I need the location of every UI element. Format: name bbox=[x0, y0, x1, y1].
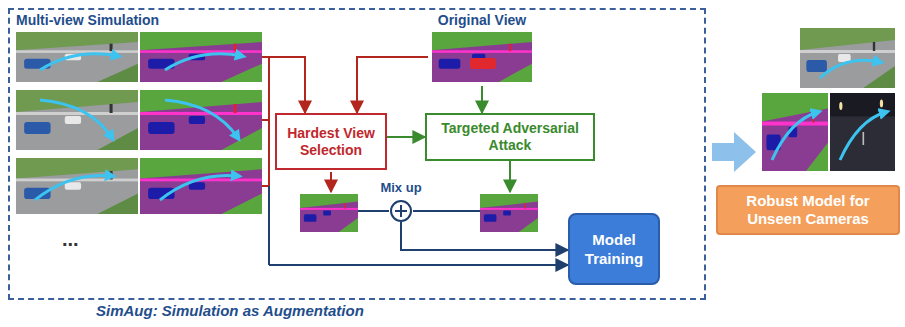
sim-segmentation bbox=[140, 158, 262, 214]
real-photo bbox=[762, 93, 828, 171]
trajectory-arrow bbox=[165, 54, 242, 70]
process-box: Hardest View Selection bbox=[275, 113, 387, 170]
big-arrow bbox=[712, 132, 756, 172]
sim-segmentation bbox=[140, 90, 262, 150]
trajectory-arrow bbox=[165, 100, 238, 138]
process-box: Targeted Adversarial Attack bbox=[425, 113, 595, 161]
connector-arrow bbox=[387, 136, 425, 138]
trajectory-arrow bbox=[820, 60, 880, 78]
trajectory-arrow bbox=[160, 176, 238, 201]
ellipsis: ... bbox=[62, 228, 79, 251]
heading-text: Mix up bbox=[361, 180, 441, 195]
mix-line bbox=[358, 210, 480, 212]
connector-arrow bbox=[269, 57, 305, 113]
hardest-view-image bbox=[300, 194, 358, 232]
flow-arrow bbox=[330, 172, 332, 192]
real-photo bbox=[800, 28, 895, 88]
adversarial-view-image bbox=[480, 194, 538, 232]
trajectory-arrow bbox=[35, 176, 112, 201]
sim-segmentation bbox=[140, 32, 262, 82]
original-view-image bbox=[432, 32, 532, 82]
sim-photo bbox=[16, 158, 138, 214]
outer-dashed-region: Multi-view Simulation Original ViewHardes… bbox=[8, 8, 706, 300]
trajectory-arrow bbox=[772, 112, 818, 160]
image-panel: Original View bbox=[428, 12, 536, 86]
box-text: Targeted Adversarial Attack bbox=[427, 120, 593, 154]
heading-text: Original View bbox=[428, 12, 536, 28]
box-text: Hardest View Selection bbox=[277, 125, 385, 159]
sim-photo bbox=[16, 90, 138, 150]
sim-photo bbox=[16, 32, 138, 82]
connector-arrow bbox=[481, 86, 483, 113]
trajectory-arrow bbox=[840, 112, 886, 160]
car bbox=[470, 58, 496, 69]
mixup-circle: Mix up bbox=[390, 200, 412, 222]
flow-arrow bbox=[509, 157, 511, 192]
plus-symbol bbox=[395, 205, 407, 217]
training-box: Model Training bbox=[568, 213, 660, 285]
box-text: Model Training bbox=[570, 230, 658, 268]
connector-arrow bbox=[269, 264, 568, 266]
trajectory-arrow bbox=[40, 100, 112, 138]
image-panel: Multi-view Simulation bbox=[14, 12, 269, 274]
heading-text: Multi-view Simulation bbox=[14, 12, 269, 28]
connector-arrow bbox=[357, 57, 428, 113]
box-text: Robust Model for Unseen Cameras bbox=[718, 192, 898, 228]
result-box: Robust Model for Unseen Cameras bbox=[716, 185, 900, 235]
bus-line bbox=[262, 57, 269, 186]
bus-line bbox=[268, 186, 270, 265]
heading-text: SimAug: Simulation as Augmentation bbox=[96, 302, 364, 319]
night-photo bbox=[830, 93, 895, 171]
trajectory-arrow bbox=[40, 54, 118, 70]
